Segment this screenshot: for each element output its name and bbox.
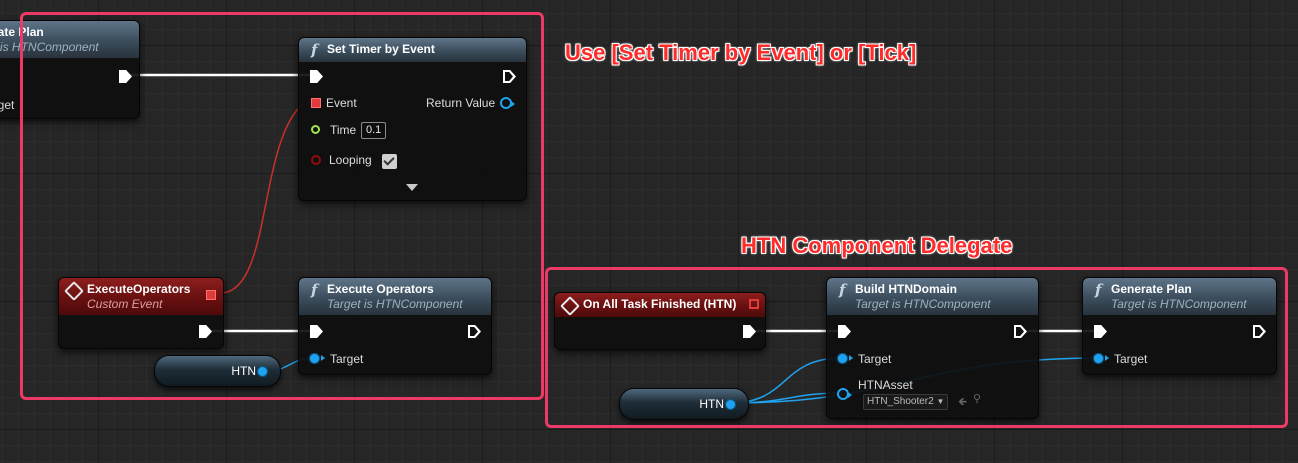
htn-asset-pin-label: HTNAsset xyxy=(858,378,913,392)
function-icon: f xyxy=(311,281,318,299)
htn-asset-dropdown[interactable]: HTN_Shooter2 ▼ xyxy=(863,394,949,410)
node-generate-plan[interactable]: f Generate Plan Target is HTNComponent T… xyxy=(1082,277,1277,375)
node-header: f Generate Plan Target is HTNComponent xyxy=(1083,278,1276,315)
exec-in-pin[interactable] xyxy=(838,325,851,338)
htn-asset-value: HTN_Shooter2 xyxy=(867,396,934,407)
node-header: ExecuteOperators Custom Event xyxy=(59,278,223,315)
node-on-all-task-finished[interactable]: On All Task Finished (HTN) xyxy=(554,292,766,350)
node-header: On All Task Finished (HTN) xyxy=(555,293,765,317)
event-pin-label: Event xyxy=(326,96,357,110)
event-delegate-pin[interactable] xyxy=(311,98,321,108)
return-value-label: Return Value xyxy=(426,96,496,110)
function-icon: f xyxy=(839,281,846,299)
target-pin-label: Target xyxy=(1114,352,1148,366)
exec-in-pin[interactable] xyxy=(1094,325,1107,338)
node-title: Build HTNDomain xyxy=(855,282,957,296)
node-title: Set Timer by Event xyxy=(327,42,435,56)
htn-output-pin[interactable] xyxy=(725,399,736,410)
node-title: On All Task Finished (HTN) xyxy=(583,297,737,311)
function-icon: f xyxy=(1095,281,1102,299)
node-header: f Set Timer by Event xyxy=(299,38,526,62)
htn-output-pin[interactable] xyxy=(257,366,268,377)
exec-out-pin[interactable] xyxy=(199,325,212,338)
browse-magnifier-icon[interactable]: ⚲ xyxy=(973,393,982,405)
dropdown-arrow-icon: ▼ xyxy=(936,397,945,406)
node-header: f Build HTNDomain Target is HTNComponent xyxy=(827,278,1038,315)
target-pin[interactable] xyxy=(837,353,853,364)
node-subtitle: Target is HTNComponent xyxy=(327,297,463,311)
node-subtitle: Target is HTNComponent xyxy=(0,40,99,54)
node-build-htn-domain[interactable]: f Build HTNDomain Target is HTNComponent… xyxy=(826,277,1039,419)
delegate-annotation-text: HTN Component Delegate xyxy=(741,233,1013,258)
node-header: Generate Plan Target is HTNComponent xyxy=(0,21,139,58)
looping-checkbox[interactable] xyxy=(382,154,397,169)
time-value-input[interactable]: 0.1 xyxy=(361,122,387,139)
node-set-timer-by-event[interactable]: f Set Timer by Event Event Return Value … xyxy=(298,37,527,201)
htn-variable-getter[interactable]: HTN xyxy=(154,355,281,387)
use-selected-arrow-icon[interactable]: 🡸 xyxy=(958,396,967,408)
target-pin-label: Target xyxy=(0,98,15,112)
delegate-out-pin[interactable] xyxy=(749,299,759,309)
target-pin[interactable] xyxy=(1093,353,1109,364)
delegate-out-pin[interactable] xyxy=(206,290,216,300)
time-pin[interactable] xyxy=(311,125,320,134)
node-subtitle: Custom Event xyxy=(87,297,163,311)
delegate-annotation-frame xyxy=(545,267,1288,428)
node-title: Execute Operators xyxy=(327,282,434,296)
exec-in-pin[interactable] xyxy=(310,325,323,338)
target-pin[interactable] xyxy=(309,353,325,364)
target-pin-label: Target xyxy=(858,352,892,366)
node-subtitle: Target is HTNComponent xyxy=(855,297,991,311)
exec-out-pin[interactable] xyxy=(743,325,756,338)
timer-annotation-text: Use [Set Timer by Event] or [Tick] xyxy=(565,40,917,65)
exec-in-pin[interactable] xyxy=(310,70,323,83)
node-title: ExecuteOperators xyxy=(87,282,191,296)
variable-label: HTN xyxy=(699,397,724,411)
exec-out-pin[interactable] xyxy=(119,70,132,83)
node-execute-operators-event[interactable]: ExecuteOperators Custom Event xyxy=(58,277,224,349)
node-generate-plan-partial[interactable]: Generate Plan Target is HTNComponent Tar… xyxy=(0,20,140,119)
function-icon: f xyxy=(311,41,318,59)
variable-label: HTN xyxy=(231,364,256,378)
looping-pin[interactable] xyxy=(311,155,321,165)
target-pin-label: Target xyxy=(330,352,364,366)
node-execute-operators[interactable]: f Execute Operators Target is HTNCompone… xyxy=(298,277,492,375)
time-pin-label: Time xyxy=(330,123,357,137)
node-subtitle: Target is HTNComponent xyxy=(1111,297,1247,311)
htn-variable-getter[interactable]: HTN xyxy=(619,388,749,420)
expand-arrow-icon[interactable] xyxy=(406,184,418,191)
delegate-wire xyxy=(221,102,305,294)
node-header: f Execute Operators Target is HTNCompone… xyxy=(299,278,491,315)
node-title: Generate Plan xyxy=(1111,282,1192,296)
looping-pin-label: Looping xyxy=(329,153,372,167)
htn-asset-pin[interactable] xyxy=(837,388,852,400)
return-value-pin[interactable] xyxy=(500,97,515,109)
timer-annotation-frame xyxy=(20,12,544,400)
